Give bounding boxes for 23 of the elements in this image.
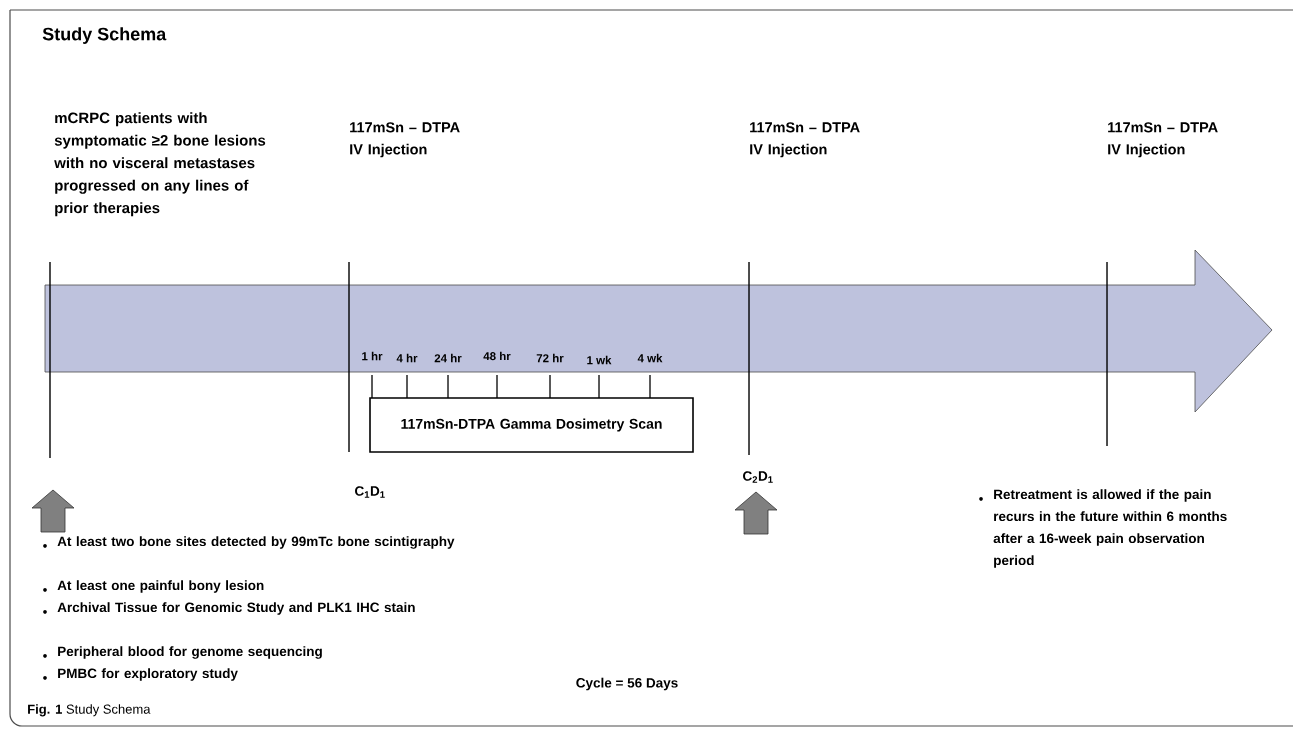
cycle-day-label: C$_{1}$D$_{1}$ <box>355 486 385 498</box>
bullet-item: Archival Tissue for Genomic Study and PLK1 IHC stain <box>57 602 415 615</box>
time-label: 72 hr <box>536 353 564 363</box>
injection-label: 117mSn – DTPA IV Injection <box>350 122 460 158</box>
time-label: 24 hr <box>434 353 462 363</box>
cycle-day-label: C$_{2}$D$_{1}$ <box>743 471 773 483</box>
time-label: 1 hr <box>362 351 383 361</box>
cycle-label: Cycle = 56 Days <box>576 677 678 691</box>
note-text: Retreatment is allowed if the pain recurs in the future within 6 months after a 16-week pain observation period <box>993 489 1227 568</box>
title: Study Schema <box>42 27 167 44</box>
injection-label: 117mSn – DTPA IV Injection <box>750 122 860 158</box>
time-label: 4 hr <box>396 353 418 363</box>
injection-label: 117mSn – DTPA IV Injection <box>1108 122 1218 158</box>
bullet-item: PMBC for exploratory study <box>58 668 238 681</box>
eligibility-text: mCRPC patients with symptomatic ≥2 bone lesions with no visceral metastases progressed on any lines of prior therapies <box>54 112 266 217</box>
bullet-item: At least two bone sites detected by 99mTc bone scintigraphy <box>57 536 455 549</box>
caption: Fig. 1 Study Schema <box>28 704 151 717</box>
scan-box: 117mSn-DTPA Gamma Dosimetry Scan <box>369 397 694 453</box>
bullet-item: Peripheral blood for genome sequencing <box>58 646 322 659</box>
time-label: 1 wk <box>587 355 612 365</box>
time-label: 4 wk <box>637 353 663 363</box>
time-label: 48 hr <box>483 351 511 361</box>
bullet-item: At least one painful bony lesion <box>57 580 264 593</box>
